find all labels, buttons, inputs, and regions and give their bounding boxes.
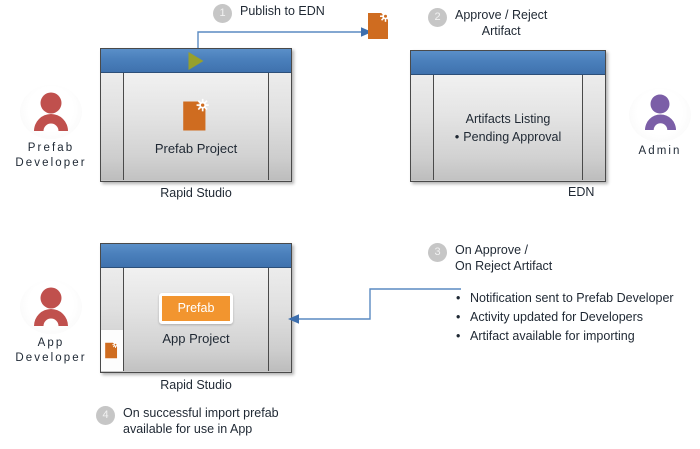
listing-title: Artifacts Listing <box>465 111 551 126</box>
outcome-item: • Activity updated for Developers <box>456 308 674 327</box>
right-rail <box>268 73 291 180</box>
bullet-icon: • <box>456 329 461 343</box>
window-body: Prefab Project <box>101 73 291 180</box>
step-label-4: On successful import prefab available fo… <box>123 406 279 436</box>
person-icon <box>20 85 82 139</box>
actor-label: Admin <box>638 145 682 157</box>
right-rail <box>268 268 291 371</box>
step-4: 4 On successful import prefab available … <box>96 406 279 437</box>
left-rail <box>101 73 124 180</box>
outcome-label: Activity updated for Developers <box>470 310 644 324</box>
titlebar <box>101 49 291 73</box>
step-label-3: On Approve / On Reject Artifact <box>455 243 553 273</box>
left-rail <box>101 268 124 371</box>
window-caption-prefab-studio: Rapid Studio <box>160 186 232 200</box>
docked-artifact-tile[interactable] <box>101 330 123 371</box>
step-3: 3 On Approve / On Reject Artifact <box>428 243 552 274</box>
project-canvas: Prefab Project <box>124 73 268 180</box>
titlebar <box>411 51 605 75</box>
window-caption-edn: EDN <box>568 185 595 199</box>
window-body: Prefab App Project <box>101 268 291 371</box>
listing-item-label: Pending Approval <box>463 129 562 144</box>
step-badge-3: 3 <box>428 243 447 262</box>
window-body: Artifacts Listing •Pending Approval <box>411 75 605 180</box>
actor-admin: Admin <box>616 88 700 159</box>
actor-label: Prefab Developer <box>15 142 87 169</box>
play-triangle-icon[interactable] <box>188 51 204 70</box>
connector-notify <box>288 288 461 324</box>
step-badge-2: 2 <box>428 8 447 27</box>
person-icon <box>629 88 691 142</box>
outcome-label: Notification sent to Prefab Developer <box>470 291 674 305</box>
outcome-list: • Notification sent to Prefab Developer … <box>456 289 674 346</box>
left-rail <box>411 75 434 180</box>
step-2: 2 Approve / Reject Artifact <box>428 8 547 39</box>
project-title: App Project <box>162 331 230 347</box>
outcome-item: • Notification sent to Prefab Developer <box>456 289 674 308</box>
actor-app-developer: App Developer <box>7 280 95 366</box>
prefab-chip[interactable]: Prefab <box>158 292 234 325</box>
outcome-item: • Artifact available for importing <box>456 327 674 346</box>
listing-canvas: Artifacts Listing •Pending Approval <box>434 75 582 180</box>
titlebar <box>101 244 291 268</box>
window-app-rapid-studio[interactable]: Prefab App Project <box>100 243 292 373</box>
published-artifact-icon <box>366 10 393 42</box>
right-rail <box>582 75 605 180</box>
bullet-icon: • <box>456 310 461 324</box>
outcome-label: Artifact available for importing <box>470 329 635 343</box>
project-canvas: Prefab App Project <box>124 268 268 371</box>
artifacts-listing: Artifacts Listing •Pending Approval <box>455 110 562 146</box>
bullet-icon: • <box>454 128 460 144</box>
actor-prefab-developer: Prefab Developer <box>7 85 95 171</box>
project-title: Prefab Project <box>154 140 238 156</box>
step-badge-4: 4 <box>96 406 115 425</box>
listing-item: •Pending Approval <box>455 128 562 146</box>
actor-label: App Developer <box>15 337 87 364</box>
window-caption-app-studio: Rapid Studio <box>160 378 232 392</box>
step-1: 1 Publish to EDN <box>213 4 325 23</box>
bullet-icon: • <box>456 291 461 305</box>
step-label-1: Publish to EDN <box>240 4 325 18</box>
artifact-icon <box>181 98 211 134</box>
step-badge-1: 1 <box>213 4 232 23</box>
window-prefab-rapid-studio[interactable]: Prefab Project <box>100 48 292 182</box>
person-icon <box>20 280 82 334</box>
window-edn[interactable]: Artifacts Listing •Pending Approval <box>410 50 606 182</box>
step-label-2: Approve / Reject Artifact <box>455 8 548 38</box>
